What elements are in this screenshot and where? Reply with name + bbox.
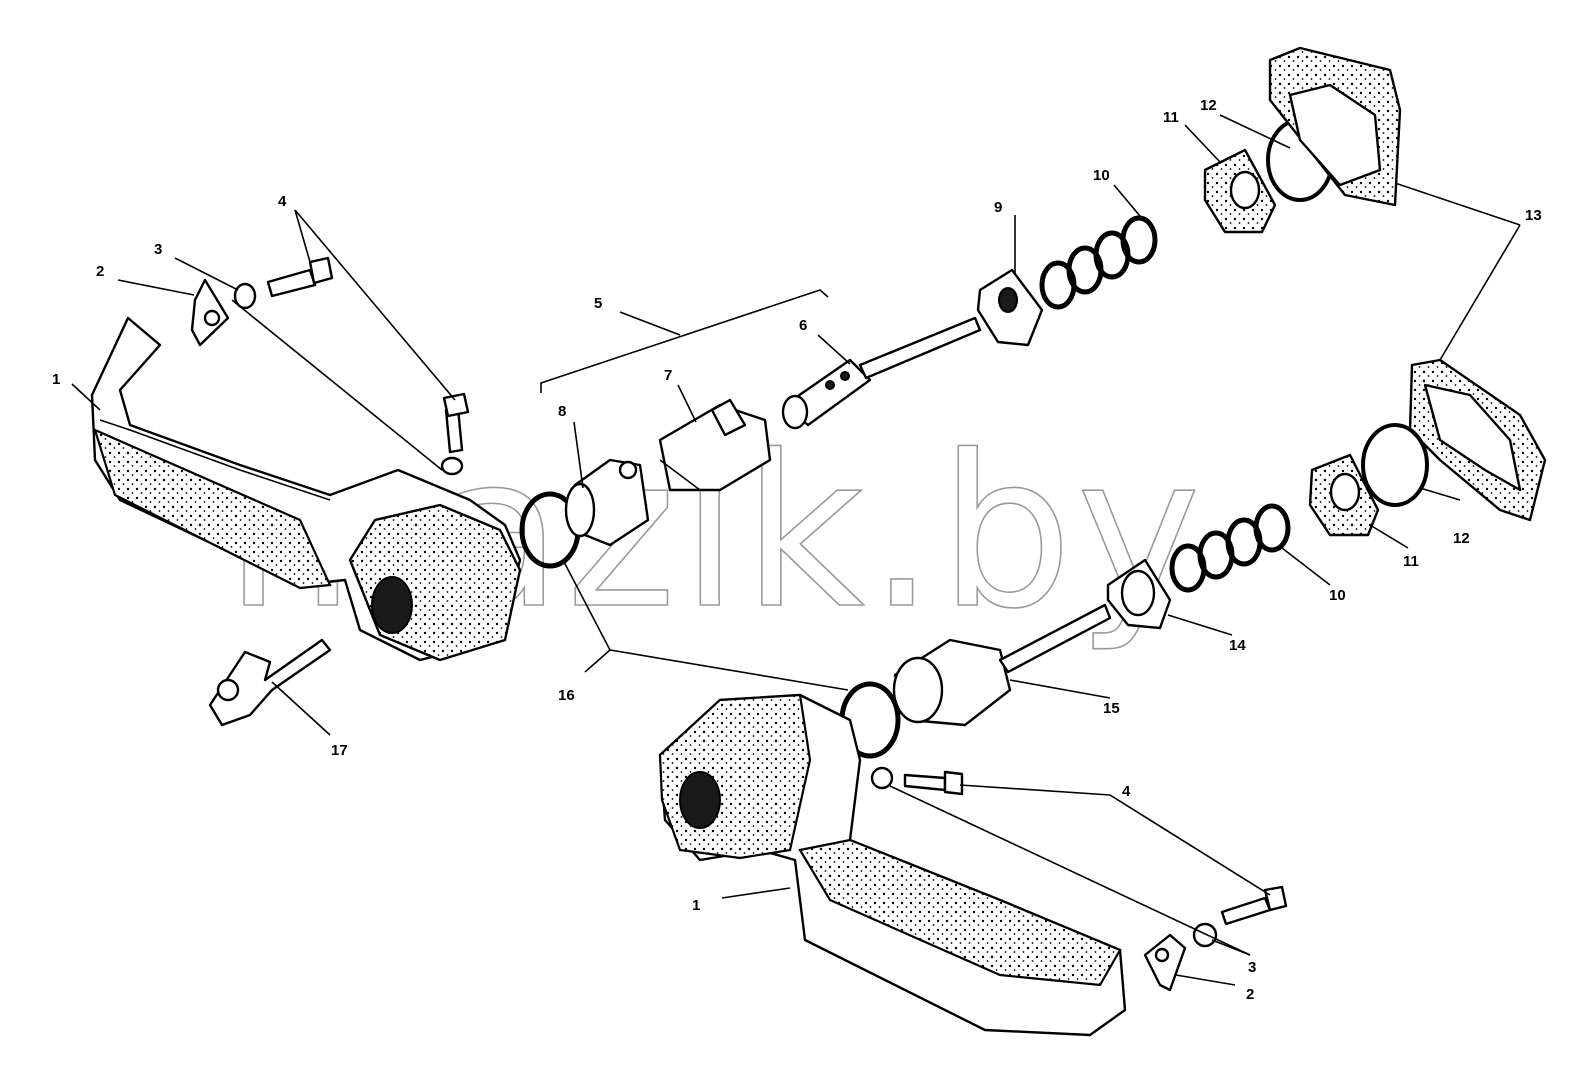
left-washer-lower	[440, 456, 464, 476]
label-1-left: 1	[52, 371, 60, 388]
label-13: 13	[1525, 207, 1542, 224]
label-15: 15	[1103, 700, 1120, 717]
label-12-top: 12	[1200, 97, 1217, 114]
leader-lines	[71, 114, 1521, 986]
left-bolt-vertical	[442, 392, 470, 454]
right-washer-large	[1106, 558, 1172, 630]
right-cam	[1308, 453, 1380, 537]
right-washer-lower	[1192, 922, 1218, 948]
right-bolt-upper	[903, 770, 964, 796]
label-5: 5	[594, 295, 602, 312]
label-1-right: 1	[692, 897, 700, 914]
right-gasket	[1408, 358, 1547, 522]
label-4-left: 4	[278, 193, 287, 210]
label-2-right: 2	[1246, 986, 1254, 1003]
label-16: 16	[558, 687, 575, 704]
top-gasket	[1268, 46, 1402, 207]
label-9: 9	[994, 199, 1002, 216]
label-12-right: 12	[1453, 530, 1470, 547]
right-retaining-ring	[1361, 423, 1429, 507]
right-washer-small	[870, 766, 894, 790]
label-11-top: 11	[1163, 109, 1179, 126]
top-washer	[976, 268, 1044, 347]
label-10-top: 10	[1093, 167, 1110, 184]
right-bolt-lower	[1220, 885, 1288, 926]
left-bracket	[190, 278, 230, 347]
lock-housing	[564, 458, 650, 547]
lock-cylinder	[658, 398, 772, 492]
key-icon	[208, 638, 332, 727]
label-8: 8	[558, 403, 566, 420]
top-cam	[1203, 148, 1277, 234]
label-3-left: 3	[154, 241, 162, 258]
right-spring	[1169, 503, 1291, 593]
label-14: 14	[1229, 637, 1246, 654]
label-3-right: 3	[1248, 959, 1256, 976]
right-bracket	[1143, 933, 1187, 992]
right-door-handle	[658, 693, 1127, 1037]
left-bolt-top	[266, 256, 334, 298]
left-handle-lock-body	[348, 503, 522, 662]
label-6: 6	[799, 317, 807, 334]
left-washer-top	[233, 282, 257, 310]
top-spring	[1039, 215, 1158, 310]
label-2-left: 2	[96, 263, 104, 280]
label-4-right: 4	[1122, 783, 1131, 800]
label-10-right: 10	[1329, 587, 1346, 604]
lock-shaft	[781, 316, 982, 430]
right-lock-cylinder	[892, 603, 1112, 727]
label-7: 7	[664, 367, 672, 384]
label-17: 17	[331, 742, 348, 759]
label-11-right: 11	[1403, 553, 1419, 570]
